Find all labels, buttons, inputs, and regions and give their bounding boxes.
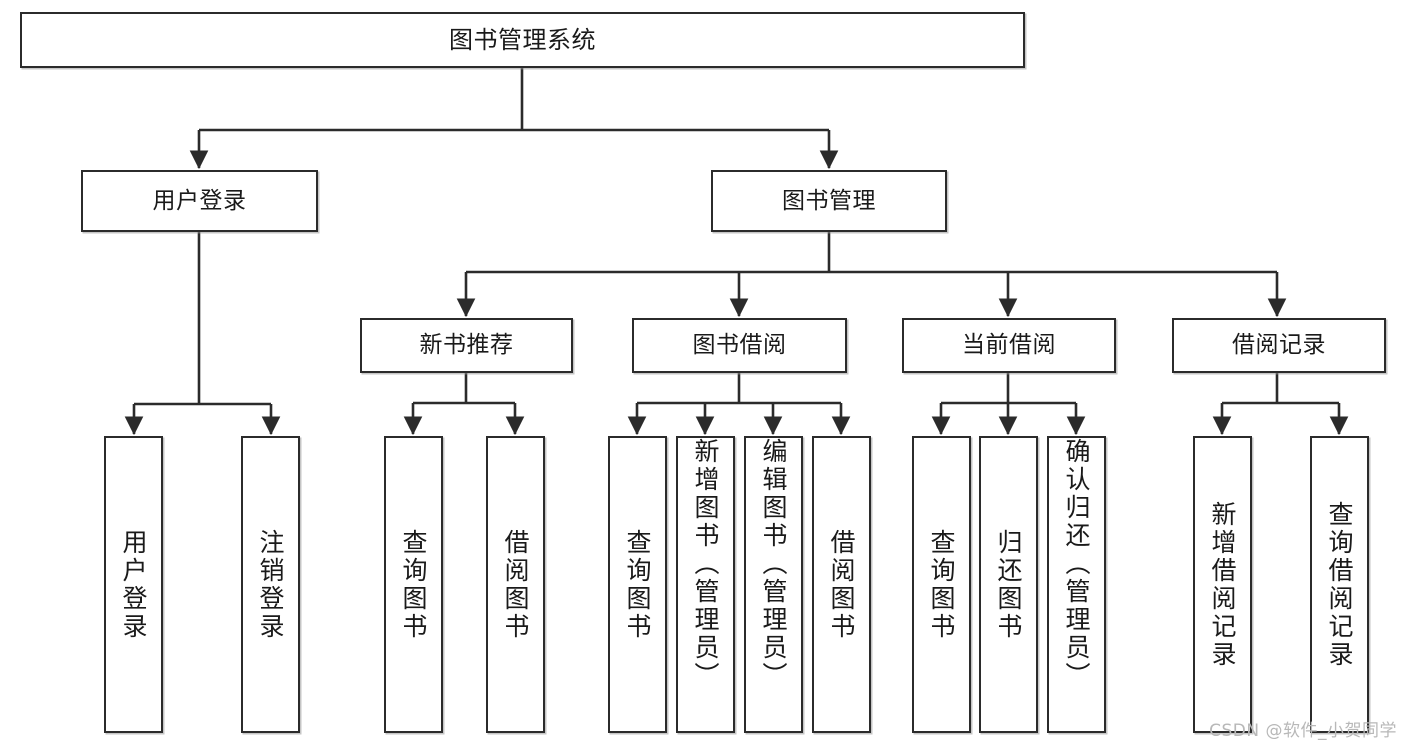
- node-leaf-user-login[interactable]: 用户登录: [104, 436, 163, 733]
- node-current-borrow-label: 当前借阅: [962, 332, 1056, 359]
- csdn-watermark: CSDN @软件_小贺同学: [1209, 721, 1397, 741]
- node-leaf-query-borrow-record[interactable]: 查询借阅记录: [1310, 436, 1369, 733]
- node-leaf-query-book-borrow[interactable]: 查询图书: [608, 436, 667, 733]
- node-borrow-record-label: 借阅记录: [1232, 332, 1326, 359]
- node-leaf-borrow-book-borrow-label: 借阅图书: [827, 528, 856, 641]
- node-leaf-add-book-admin-label: 新增图书（管理员）: [691, 438, 720, 690]
- node-book-admin[interactable]: 图书管理: [711, 170, 947, 232]
- node-leaf-query-book-new-rec[interactable]: 查询图书: [384, 436, 443, 733]
- node-leaf-return-book[interactable]: 归还图书: [979, 436, 1038, 733]
- node-book-borrow-label: 图书借阅: [692, 332, 787, 359]
- node-new-book-recommendation-label: 新书推荐: [419, 332, 514, 359]
- node-leaf-borrow-book-new-rec-label: 借阅图书: [501, 528, 530, 641]
- node-book-admin-label: 图书管理: [782, 187, 876, 214]
- node-leaf-query-book-current[interactable]: 查询图书: [912, 436, 971, 733]
- node-leaf-query-book-borrow-label: 查询图书: [623, 528, 652, 641]
- node-leaf-add-book-admin[interactable]: 新增图书（管理员）: [676, 436, 735, 733]
- node-leaf-query-book-current-label: 查询图书: [927, 528, 956, 641]
- node-user-login-label: 用户登录: [152, 187, 247, 214]
- node-user-login[interactable]: 用户登录: [81, 170, 318, 232]
- node-root-label: 图书管理系统: [449, 26, 596, 54]
- node-root-book-management-system[interactable]: 图书管理系统: [20, 12, 1025, 68]
- node-leaf-edit-book-admin[interactable]: 编辑图书（管理员）: [744, 436, 803, 733]
- node-leaf-confirm-return-admin[interactable]: 确认归还（管理员）: [1047, 436, 1106, 733]
- node-current-borrow[interactable]: 当前借阅: [902, 318, 1116, 373]
- node-leaf-user-logout-label: 注销登录: [256, 528, 285, 641]
- node-leaf-edit-book-admin-label: 编辑图书（管理员）: [759, 438, 788, 690]
- node-borrow-record[interactable]: 借阅记录: [1172, 318, 1386, 373]
- node-leaf-query-book-new-rec-label: 查询图书: [399, 528, 428, 641]
- node-leaf-add-borrow-record-label: 新增借阅记录: [1208, 500, 1237, 669]
- node-new-book-recommendation[interactable]: 新书推荐: [360, 318, 573, 373]
- node-leaf-confirm-return-admin-label: 确认归还（管理员）: [1062, 438, 1091, 690]
- node-book-borrow[interactable]: 图书借阅: [632, 318, 847, 373]
- node-leaf-query-borrow-record-label: 查询借阅记录: [1325, 500, 1354, 669]
- node-leaf-add-borrow-record[interactable]: 新增借阅记录: [1193, 436, 1252, 733]
- node-leaf-return-book-label: 归还图书: [994, 528, 1023, 641]
- node-leaf-borrow-book-new-rec[interactable]: 借阅图书: [486, 436, 545, 733]
- node-leaf-borrow-book-borrow[interactable]: 借阅图书: [812, 436, 871, 733]
- node-leaf-user-logout[interactable]: 注销登录: [241, 436, 300, 733]
- node-leaf-user-login-label: 用户登录: [119, 528, 148, 641]
